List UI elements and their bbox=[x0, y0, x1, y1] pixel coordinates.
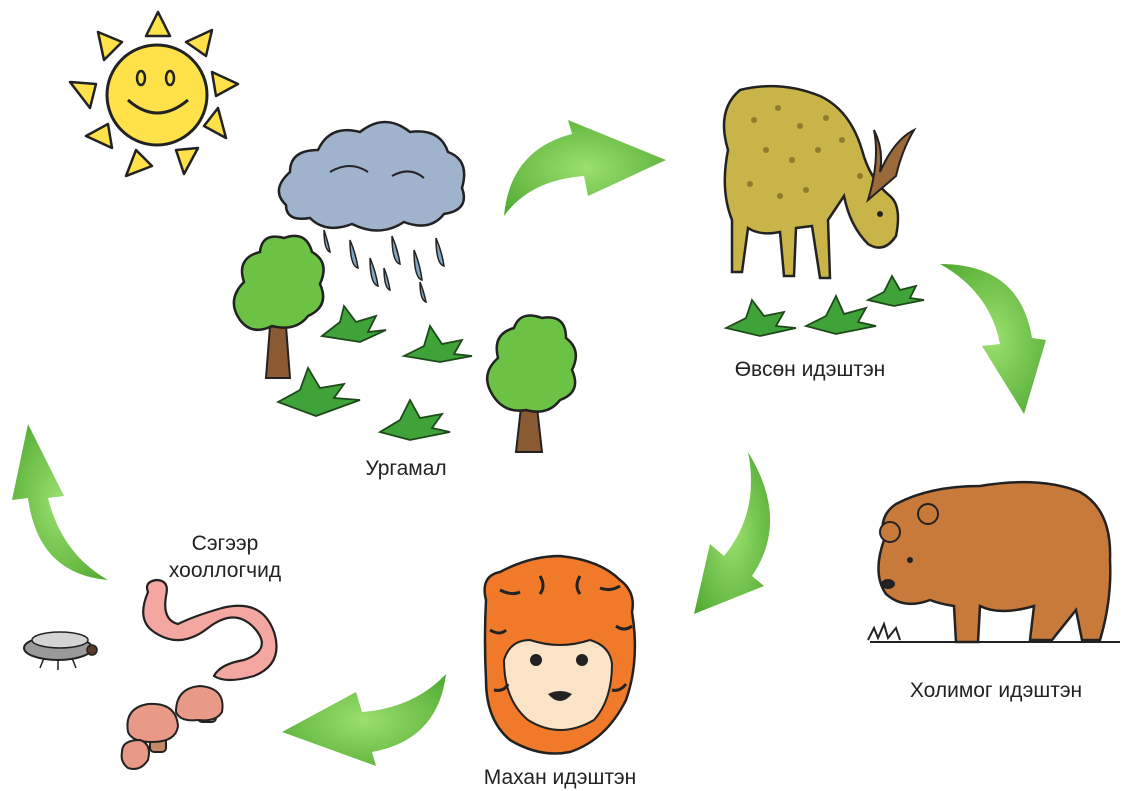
tiger-icon bbox=[485, 556, 635, 754]
fly-icon bbox=[24, 632, 97, 670]
label-carnivore: Махан идэштэн bbox=[470, 764, 650, 791]
label-decomposers-line2: хооллогчид bbox=[150, 557, 300, 584]
tree-icon bbox=[487, 316, 576, 452]
deer-icon bbox=[724, 86, 914, 278]
mushroom-icon bbox=[122, 686, 223, 769]
label-omnivore: Холимог идэштэн bbox=[886, 677, 1106, 704]
rain-icon bbox=[324, 230, 444, 302]
label-plants: Ургамал bbox=[356, 455, 456, 482]
cloud-icon bbox=[279, 122, 464, 231]
tree-icon bbox=[234, 236, 324, 378]
label-decomposers: Сэгээр хооллогчид bbox=[150, 530, 300, 584]
label-decomposers-line1: Сэгээр bbox=[150, 530, 300, 557]
bear-icon bbox=[868, 482, 1120, 642]
sun-icon bbox=[70, 12, 238, 176]
label-herbivore: Өвсөн идэштэн bbox=[720, 356, 900, 383]
worm-icon bbox=[143, 580, 276, 680]
